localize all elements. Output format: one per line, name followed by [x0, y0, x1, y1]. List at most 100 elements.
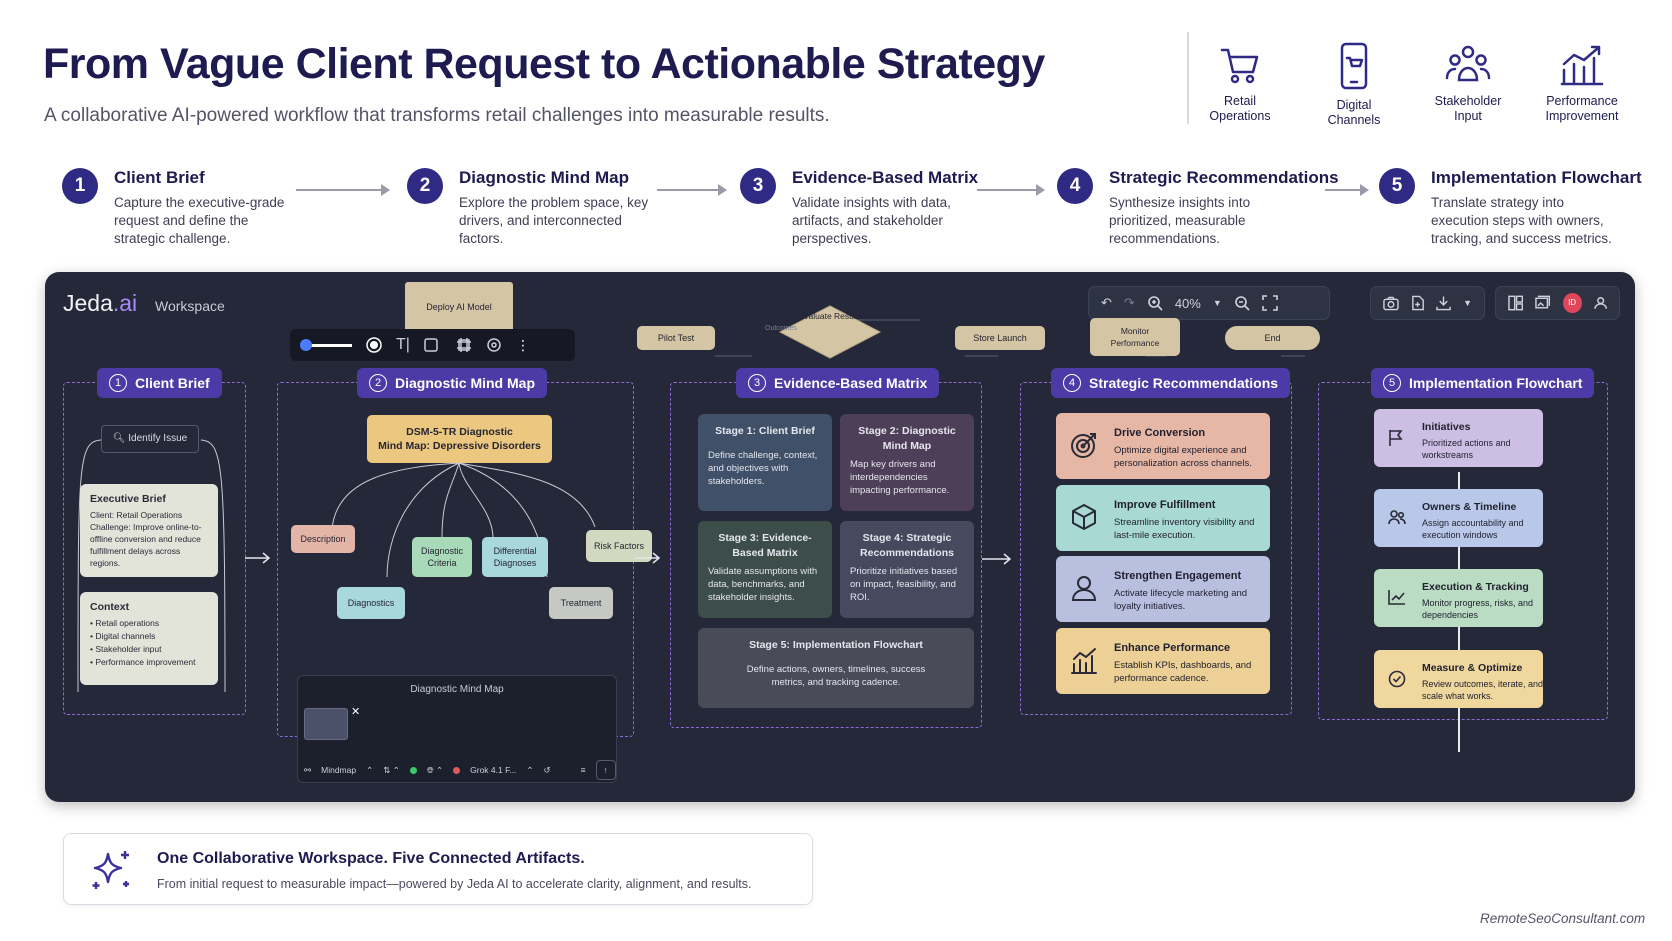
box-icon	[1072, 504, 1096, 530]
trend-icon	[1388, 590, 1405, 605]
history-icon[interactable]: ↺	[543, 764, 551, 775]
globe-icon[interactable]: 🌐︎ ⌃	[426, 764, 444, 775]
team-icon	[1388, 510, 1406, 525]
zoom-level[interactable]: 40%	[1174, 295, 1201, 311]
chevron-down-icon[interactable]: ▼	[1212, 298, 1222, 308]
bar-chart-icon	[1560, 45, 1604, 86]
send-button[interactable]: ↑	[595, 760, 616, 780]
zoom-out-icon[interactable]	[1234, 295, 1250, 311]
image-gallery-icon[interactable]	[1535, 295, 1551, 311]
zoom-in-icon[interactable]	[1147, 295, 1163, 311]
context-card[interactable]: Context • Retail operations • Digital ch…	[80, 592, 218, 685]
flow-node-monitor[interactable]: Monitor Performance	[1090, 318, 1180, 356]
record-icon[interactable]	[366, 337, 382, 353]
mindmap-node[interactable]: Diagnostic Criteria	[412, 537, 472, 577]
summary-title: One Collaborative Workspace. Five Connec…	[157, 850, 585, 867]
flow-node-pilot[interactable]: Pilot Test	[637, 326, 715, 350]
step-title: Strategic Recommendations	[1109, 168, 1339, 187]
header-feature-digital: Digital Channels	[1299, 42, 1409, 128]
shape-tool-icon[interactable]	[424, 337, 442, 353]
step-arrow	[296, 184, 390, 196]
frame-tool-icon[interactable]	[456, 337, 472, 353]
flag-icon	[1389, 430, 1403, 446]
user-icon	[1071, 576, 1097, 601]
mindmap-node[interactable]: Differential Diagnoses	[482, 537, 548, 577]
panel-controls: ⚯Mindmap⌃ ⇅ ⌃ 🌐︎ ⌃ Grok 4.1 F...⌃ ↺ ≡ ↑	[304, 760, 616, 780]
people-icon	[1445, 45, 1491, 82]
identify-issue-node[interactable]: 🔍︎ Identify Issue	[101, 425, 199, 453]
check-circle-icon	[1388, 670, 1406, 688]
mindmap-node[interactable]: Risk Factors	[586, 530, 652, 562]
mindmap-chat-panel: Diagnostic Mind Map ✕ ⚯Mindmap⌃ ⇅ ⌃ 🌐︎ ⌃…	[297, 675, 617, 783]
model-select[interactable]: Grok 4.1 F...	[470, 765, 517, 775]
chevron-down-icon[interactable]: ▼	[1463, 298, 1472, 308]
workspace-canvas[interactable]: Jeda.ai Workspace ↶ ↷ 40% ▼ ▼ ID	[45, 272, 1635, 802]
step-number: 5	[1379, 168, 1415, 204]
flow-node-end[interactable]: End	[1225, 326, 1320, 350]
thumbnail[interactable]	[304, 708, 348, 740]
stroke-slider[interactable]	[300, 338, 352, 351]
arrow-right-icon	[635, 552, 661, 564]
fullscreen-icon[interactable]	[1261, 295, 1278, 311]
camera-icon[interactable]	[1383, 296, 1399, 311]
step-arrow	[1325, 184, 1369, 196]
search-icon: 🔍︎	[112, 433, 126, 444]
model-dot	[453, 766, 461, 774]
mindmap-root[interactable]: DSM-5-TR Diagnostic Mind Map: Depressive…	[367, 415, 552, 463]
svg-text:Outcomes: Outcomes	[765, 325, 797, 332]
mindmap-node[interactable]: Description	[291, 525, 355, 553]
page-subtitle: A collaborative AI-powered workflow that…	[44, 105, 830, 126]
more-icon[interactable]: ⋮	[515, 337, 530, 353]
header-feature-label: Stakeholder Input	[1434, 94, 1502, 123]
mode-select[interactable]: Mindmap	[321, 765, 357, 775]
flow-node-deploy[interactable]: Deploy AI Model	[405, 282, 513, 332]
ai-tool-icon[interactable]	[486, 337, 502, 353]
mindmap-mode-icon[interactable]: ⚯	[304, 764, 312, 775]
download-icon[interactable]	[1436, 295, 1451, 311]
flow-node-store-launch[interactable]: Store Launch	[955, 326, 1045, 350]
mindmap-node[interactable]: Diagnostics	[337, 587, 405, 619]
sort-icon[interactable]: ⇅ ⌃	[383, 764, 400, 775]
file-icon[interactable]	[1411, 295, 1424, 311]
panel-toolbar: ID	[1495, 286, 1620, 320]
flow-node-evaluate[interactable]: Evaluate Results	[798, 311, 863, 321]
growth-chart-icon	[1071, 648, 1097, 674]
header-feature-label: Digital Channels	[1327, 98, 1381, 127]
step-number: 2	[407, 168, 443, 204]
layout-icon[interactable]	[1508, 295, 1524, 311]
arrow-right-icon	[982, 553, 1012, 565]
executive-brief-card[interactable]: Executive Brief Client: Retail Operation…	[80, 484, 218, 577]
step-title: Diagnostic Mind Map	[459, 168, 629, 187]
step-title: Implementation Flowchart	[1431, 168, 1642, 187]
header-feature-retail: Retail Operations	[1185, 42, 1295, 124]
mindmap-node[interactable]: Treatment	[549, 587, 613, 619]
menu-icon[interactable]: ≡	[580, 765, 586, 775]
close-icon[interactable]: ✕	[351, 706, 361, 718]
user-icon[interactable]	[1593, 296, 1607, 310]
status-dot	[409, 766, 417, 774]
text-tool-icon[interactable]: T|	[396, 336, 410, 353]
avatar[interactable]: ID	[1562, 293, 1582, 313]
redo-icon[interactable]: ↷	[1123, 295, 1135, 310]
phone-icon	[1340, 42, 1368, 90]
undo-icon[interactable]: ↶	[1101, 295, 1112, 310]
header-feature-label: Retail Operations	[1209, 94, 1271, 123]
